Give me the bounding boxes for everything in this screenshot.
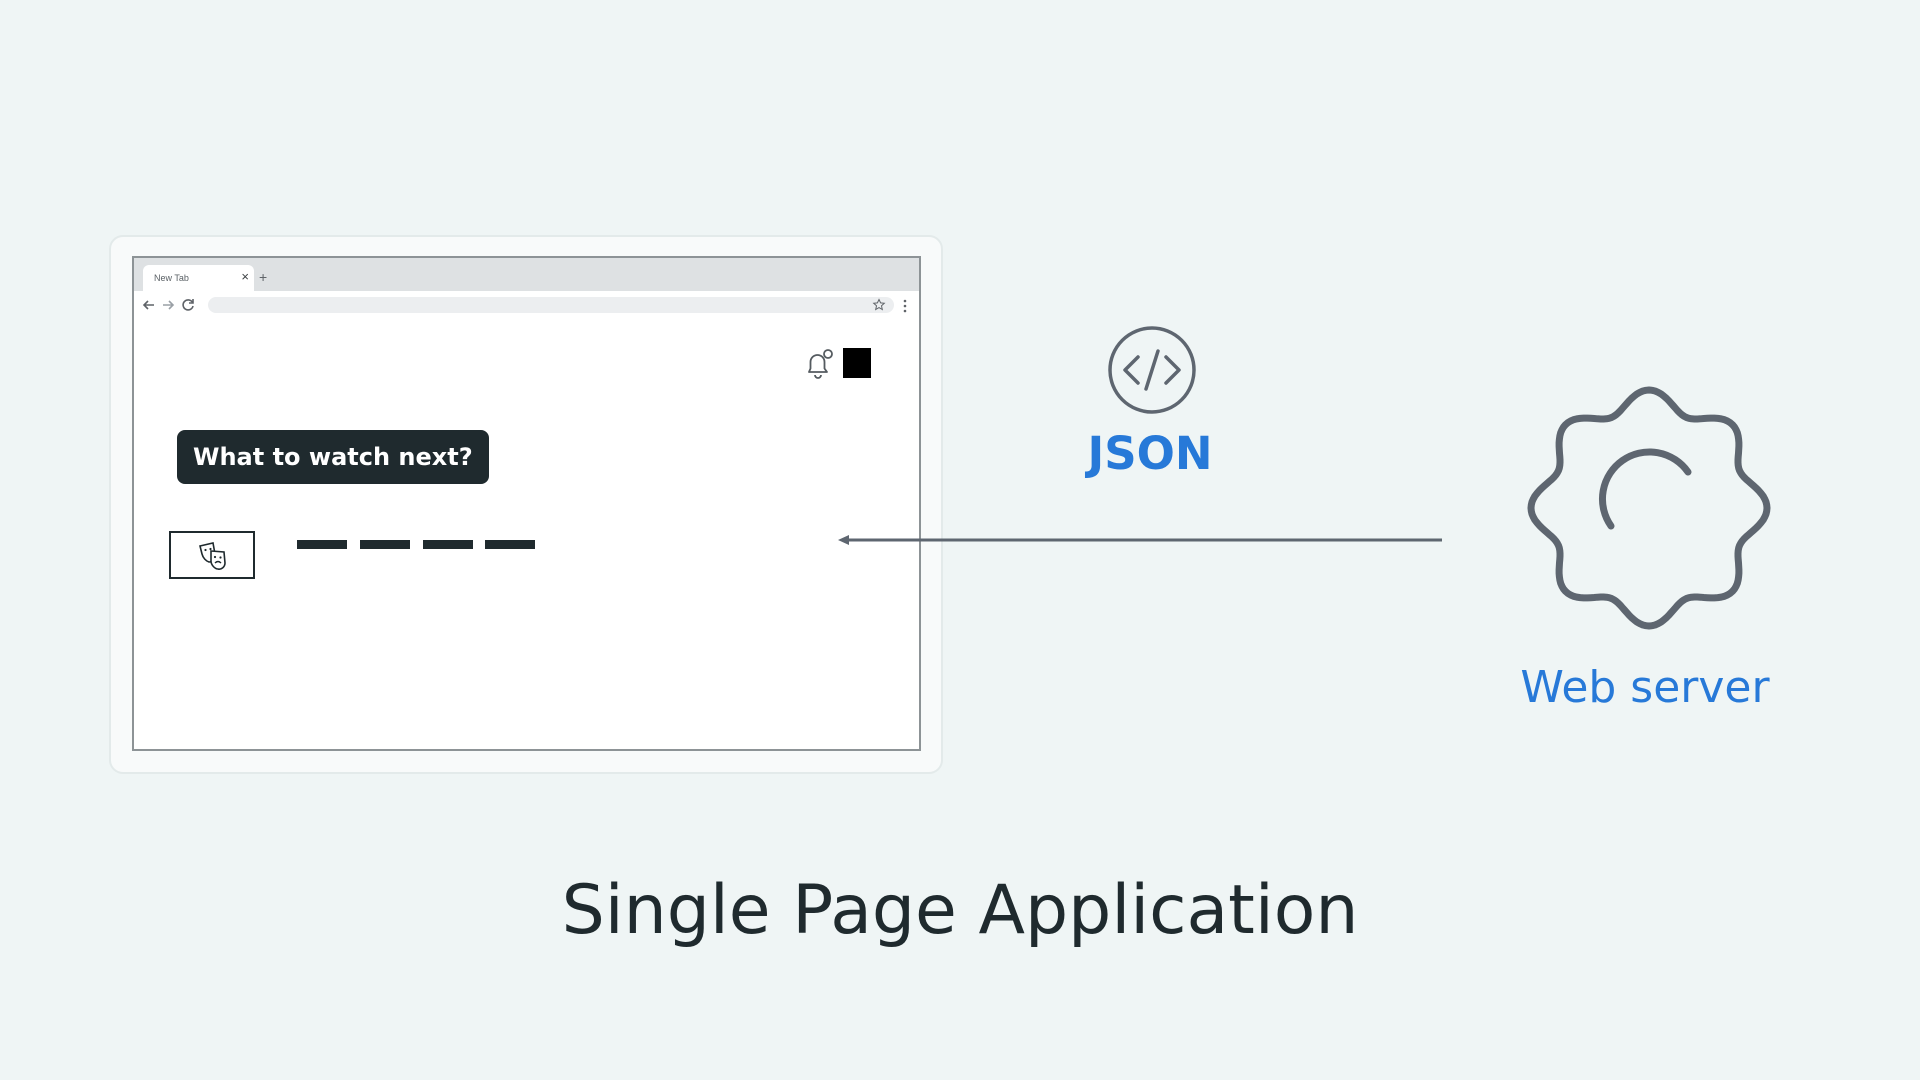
placeholder-dash bbox=[423, 540, 473, 549]
avatar[interactable] bbox=[843, 348, 871, 378]
browser-window: New Tab × + bbox=[132, 256, 921, 751]
media-thumbnail[interactable] bbox=[169, 531, 255, 579]
address-bar[interactable] bbox=[208, 297, 894, 313]
json-label: JSON bbox=[1087, 427, 1213, 480]
star-icon[interactable] bbox=[872, 298, 886, 312]
reload-icon[interactable] bbox=[180, 297, 196, 313]
tab-title: New Tab bbox=[154, 273, 189, 283]
page-title: Single Page Application bbox=[561, 871, 1359, 950]
new-tab-icon[interactable]: + bbox=[259, 269, 268, 285]
tab-strip: New Tab × + bbox=[134, 258, 919, 291]
browser-toolbar bbox=[134, 291, 919, 319]
placeholder-dash bbox=[360, 540, 410, 549]
placeholder-dash bbox=[485, 540, 535, 549]
watch-next-prompt[interactable]: What to watch next? bbox=[177, 430, 489, 484]
bell-icon[interactable] bbox=[804, 348, 834, 380]
back-arrow-icon[interactable] bbox=[141, 297, 157, 313]
forward-arrow-icon[interactable] bbox=[160, 297, 176, 313]
web-server-label: Web server bbox=[1520, 662, 1770, 713]
masks-icon bbox=[199, 542, 226, 570]
gear-icon bbox=[1527, 386, 1771, 630]
response-arrow bbox=[838, 535, 1442, 545]
tab-close-icon[interactable]: × bbox=[241, 269, 249, 284]
placeholder-dash bbox=[297, 540, 347, 549]
code-icon bbox=[1108, 326, 1196, 414]
menu-icon[interactable] bbox=[902, 298, 908, 314]
browser-tab[interactable]: New Tab × bbox=[143, 265, 254, 291]
